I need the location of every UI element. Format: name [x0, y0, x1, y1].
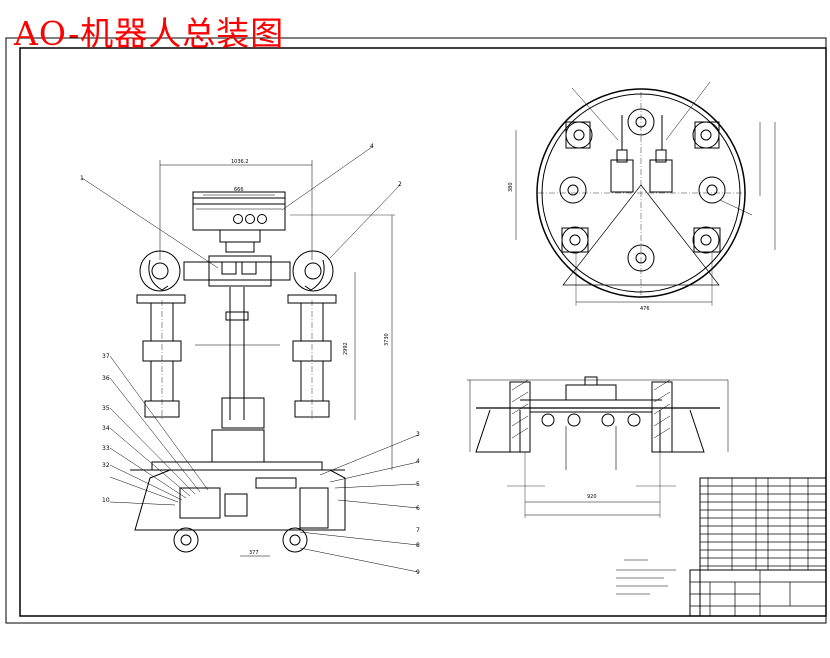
callout-r-2: 2 [398, 181, 402, 188]
side-view [467, 376, 729, 518]
height-dimension-1: 2992 [343, 342, 349, 355]
callout-r-7: 7 [416, 527, 420, 534]
callout-r-8: 8 [416, 542, 420, 549]
callout-32: 32 [102, 462, 110, 469]
top-view [515, 81, 776, 306]
technical-notes [616, 559, 676, 595]
callout-37: 37 [102, 353, 110, 360]
callout-1: 1 [80, 175, 84, 182]
callout-r-5: 5 [416, 481, 420, 488]
callout-r-3: 3 [416, 431, 420, 438]
callout-34: 34 [102, 425, 110, 432]
base-dimension: 377 [249, 550, 259, 556]
title-block [689, 477, 827, 617]
top-view-height: 380 [508, 182, 514, 192]
top-dimension: 1036.2 [231, 159, 249, 165]
callout-r-9: 9 [416, 569, 420, 576]
outer-frame [5, 37, 827, 624]
page-title: AO-机器人总装图 [14, 14, 285, 53]
callout-33: 33 [102, 445, 110, 452]
inner-frame [19, 47, 827, 617]
callout-36: 36 [102, 375, 110, 382]
top-view-width: 476 [640, 306, 650, 312]
callout-r-6: 6 [416, 505, 420, 512]
callout-10: 10 [102, 497, 110, 504]
callout-35: 35 [102, 405, 110, 412]
front-view [81, 146, 419, 573]
head-dimension: 666 [234, 187, 244, 193]
height-dimension-2: 3730 [384, 333, 390, 346]
callout-r-4a: 4 [370, 143, 374, 150]
callout-r-4b: 4 [416, 458, 420, 465]
side-view-width: 920 [587, 494, 597, 500]
